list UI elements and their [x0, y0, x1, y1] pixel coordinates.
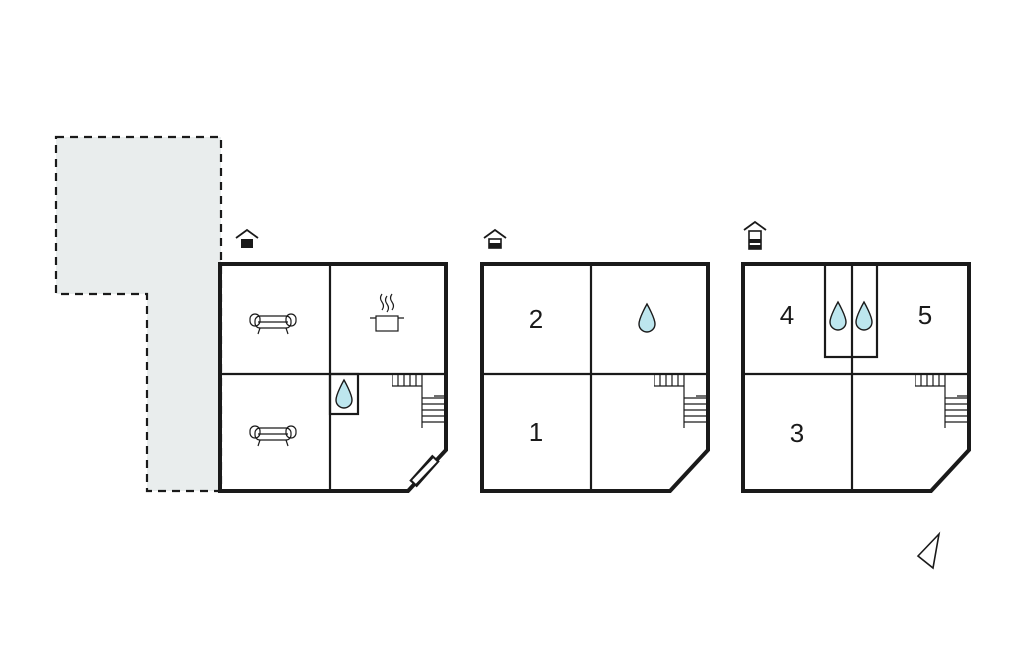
sofa-icon	[249, 425, 297, 447]
staircase-icon	[915, 374, 969, 428]
floor-plan-second: 4 5 3	[741, 220, 971, 493]
bathroom-box	[328, 372, 360, 416]
bathroom-block	[823, 262, 879, 359]
room-label-4: 4	[780, 300, 794, 330]
house-first-floor-icon	[483, 228, 507, 249]
floor-plan-ground	[218, 228, 448, 493]
room-label-2: 2	[529, 304, 543, 334]
terrace-area	[54, 135, 223, 493]
cooking-pot-icon	[370, 293, 404, 332]
water-drop-icon	[829, 301, 847, 331]
north-arrow-icon	[916, 531, 941, 570]
floor-plan-first: 2 1	[480, 228, 710, 493]
water-drop-icon	[638, 303, 656, 333]
room-label-5: 5	[918, 300, 932, 330]
water-drop-icon	[855, 301, 873, 331]
room-label-3: 3	[790, 418, 804, 448]
house-ground-floor-icon	[235, 228, 259, 248]
house-second-floor-icon	[743, 220, 767, 250]
staircase-icon	[654, 374, 708, 428]
door-icon	[409, 454, 440, 488]
sofa-icon	[249, 313, 297, 335]
water-drop-icon	[335, 379, 353, 409]
staircase-icon	[392, 374, 446, 428]
room-label-1: 1	[529, 417, 543, 447]
